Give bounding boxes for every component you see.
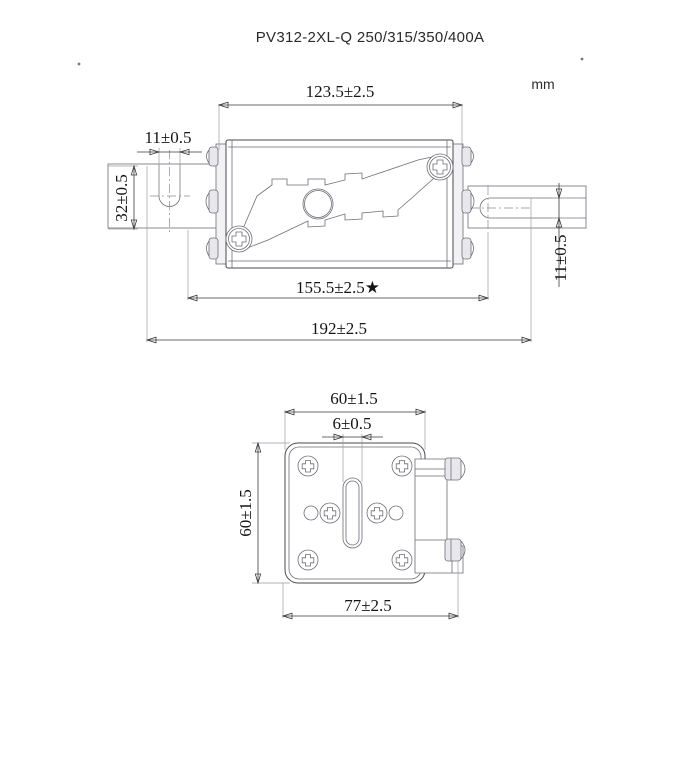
left-stud-mid <box>205 189 219 214</box>
dim-192-label: 192±2.5 <box>311 319 367 338</box>
left-stud-top <box>206 146 219 167</box>
front-view-dimensions: 60±1.5 6±0.5 60±1.5 77±2.5 <box>236 389 460 620</box>
dim-blade-slot-11-label: 11±0.5 <box>145 128 192 147</box>
dim-slot-6: 6±0.5 <box>322 414 383 482</box>
unit-label: mm <box>531 76 554 92</box>
front-screw-center-left <box>319 502 341 524</box>
left-terminal-blade <box>107 150 223 232</box>
bracket-bolt-top <box>444 457 466 481</box>
right-stud-mid <box>461 189 475 214</box>
dim-192: 192±2.5 <box>145 166 533 344</box>
bracket-bolt-bottom <box>444 538 466 562</box>
front-screw-bottom-right <box>391 549 413 571</box>
front-screw-top-right <box>391 455 413 477</box>
front-end-view <box>284 442 466 584</box>
scan-dot-left <box>77 62 81 66</box>
screw-top-right <box>426 153 454 181</box>
dim-height-60-label: 60±1.5 <box>236 489 255 537</box>
dim-right-blade-11: 11±0.5 <box>551 183 582 287</box>
dim-123-5: 123.5±2.5 <box>217 82 464 150</box>
front-hole-left <box>303 505 319 521</box>
left-stud-column <box>205 143 227 265</box>
dim-123-5-label: 123.5±2.5 <box>306 82 375 101</box>
right-terminal-blade <box>467 185 587 232</box>
dim-slot-6-label: 6±0.5 <box>332 414 371 433</box>
right-stud-column <box>452 143 475 265</box>
front-hole-right <box>388 505 404 521</box>
dim-height-60: 60±1.5 <box>236 441 290 585</box>
page-title: PV312-2XL-Q 250/315/350/400A <box>256 29 485 46</box>
right-stud-bottom <box>461 237 474 260</box>
front-screw-center-right <box>366 502 388 524</box>
dim-155-5-label: 155.5±2.5★ <box>296 278 380 297</box>
center-indicator-hole <box>302 188 334 220</box>
front-screw-bottom-left <box>297 549 319 571</box>
dim-155-5: 155.5±2.5★ <box>186 230 490 302</box>
screw-bottom-left <box>225 225 253 253</box>
front-screw-top-left <box>297 455 319 477</box>
dim-right-blade-11-label: 11±0.5 <box>551 235 570 282</box>
dim-blade-height-32-label: 32±0.5 <box>112 174 131 222</box>
scan-dot-right <box>580 57 584 61</box>
dim-depth-77: 77±2.5 <box>281 561 460 620</box>
dim-blade-slot-11: 11±0.5 <box>137 128 202 196</box>
center-slot <box>342 477 363 549</box>
dim-depth-77-label: 77±2.5 <box>344 596 392 615</box>
side-view-dimensions: 123.5±2.5 11±0.5 32±0.5 11±0. <box>108 82 582 344</box>
dim-width-60: 60±1.5 <box>283 389 427 450</box>
left-stud-bottom <box>206 237 219 260</box>
right-stud-top <box>461 146 474 167</box>
dim-blade-height-32: 32±0.5 <box>108 164 138 231</box>
side-elevation-view <box>107 139 587 269</box>
dim-width-60-label: 60±1.5 <box>330 389 378 408</box>
